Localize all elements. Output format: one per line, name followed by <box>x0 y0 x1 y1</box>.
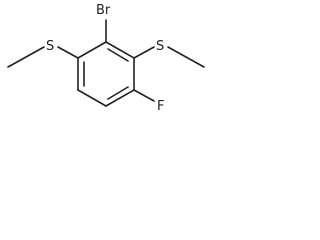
sulfur-right-label: S <box>156 39 164 54</box>
ring-bond-c4-c5 <box>77 89 107 107</box>
double-bond-inner-bottom-right <box>107 86 129 100</box>
molecule-structure-diagram: Br S S F <box>7 3 205 114</box>
bond-s-left-methyl <box>7 46 45 68</box>
ring-bond-c1-c2 <box>105 41 135 59</box>
bond-c3-f <box>133 89 155 102</box>
ring-bond-c6-c1 <box>77 41 107 59</box>
bond-c6-s-left <box>57 46 79 59</box>
ring-bond-c3-c4 <box>105 89 135 107</box>
bond-c2-s-right <box>133 46 155 59</box>
bromine-label: Br <box>96 3 111 18</box>
double-bond-inner-top-right <box>107 48 129 62</box>
sulfur-left-label: S <box>46 39 54 54</box>
bond-s-right-methyl <box>167 46 205 68</box>
fluorine-label: F <box>157 99 164 114</box>
